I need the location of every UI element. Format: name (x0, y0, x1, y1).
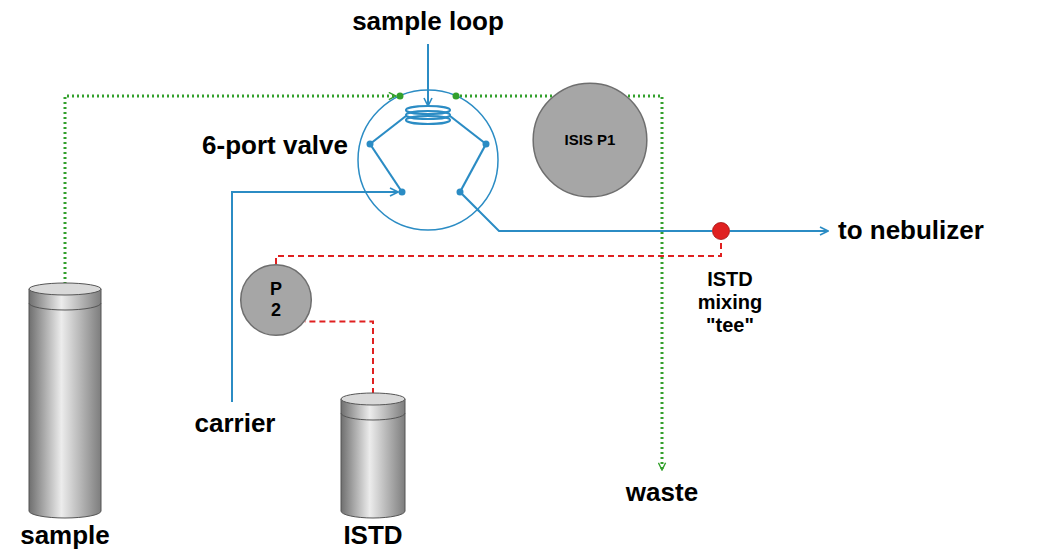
flow-label: waste (626, 477, 698, 508)
node-label: ISTD (343, 520, 402, 551)
node-label: 6-port valve (202, 130, 348, 161)
node-label: sample (20, 520, 110, 551)
flow-connector (460, 95, 552, 98)
istd-bottle: ISTD (340, 392, 406, 518)
loop-pointer (427, 44, 429, 106)
flow-label: sample loop (352, 6, 504, 37)
node-label: ISIS P1 (564, 131, 616, 148)
node-label: ISTD mixing "tee" (676, 268, 784, 337)
flow-label: carrier (195, 408, 276, 439)
valve-outline (356, 88, 500, 232)
pump-circle: ISIS P1 (532, 82, 648, 198)
bottle-outline (28, 282, 102, 518)
flow-label: to nebulizer (838, 215, 984, 246)
carrier-line (232, 192, 398, 402)
mixing-tee: ISTD mixing "tee" (712, 222, 730, 240)
flow-connector (477, 209, 712, 231)
flow-connector (65, 96, 396, 284)
sample-bottle: sample (28, 282, 102, 518)
bottle-outline (340, 392, 406, 518)
flow-connector (305, 322, 373, 394)
pump-circle: P 2 (240, 264, 312, 336)
node-label: P 2 (267, 279, 285, 320)
valve-circle: 6-port valve (356, 88, 500, 232)
nebulizer-line (730, 230, 828, 232)
flow-connector (276, 240, 721, 264)
dot-outline (712, 222, 730, 240)
